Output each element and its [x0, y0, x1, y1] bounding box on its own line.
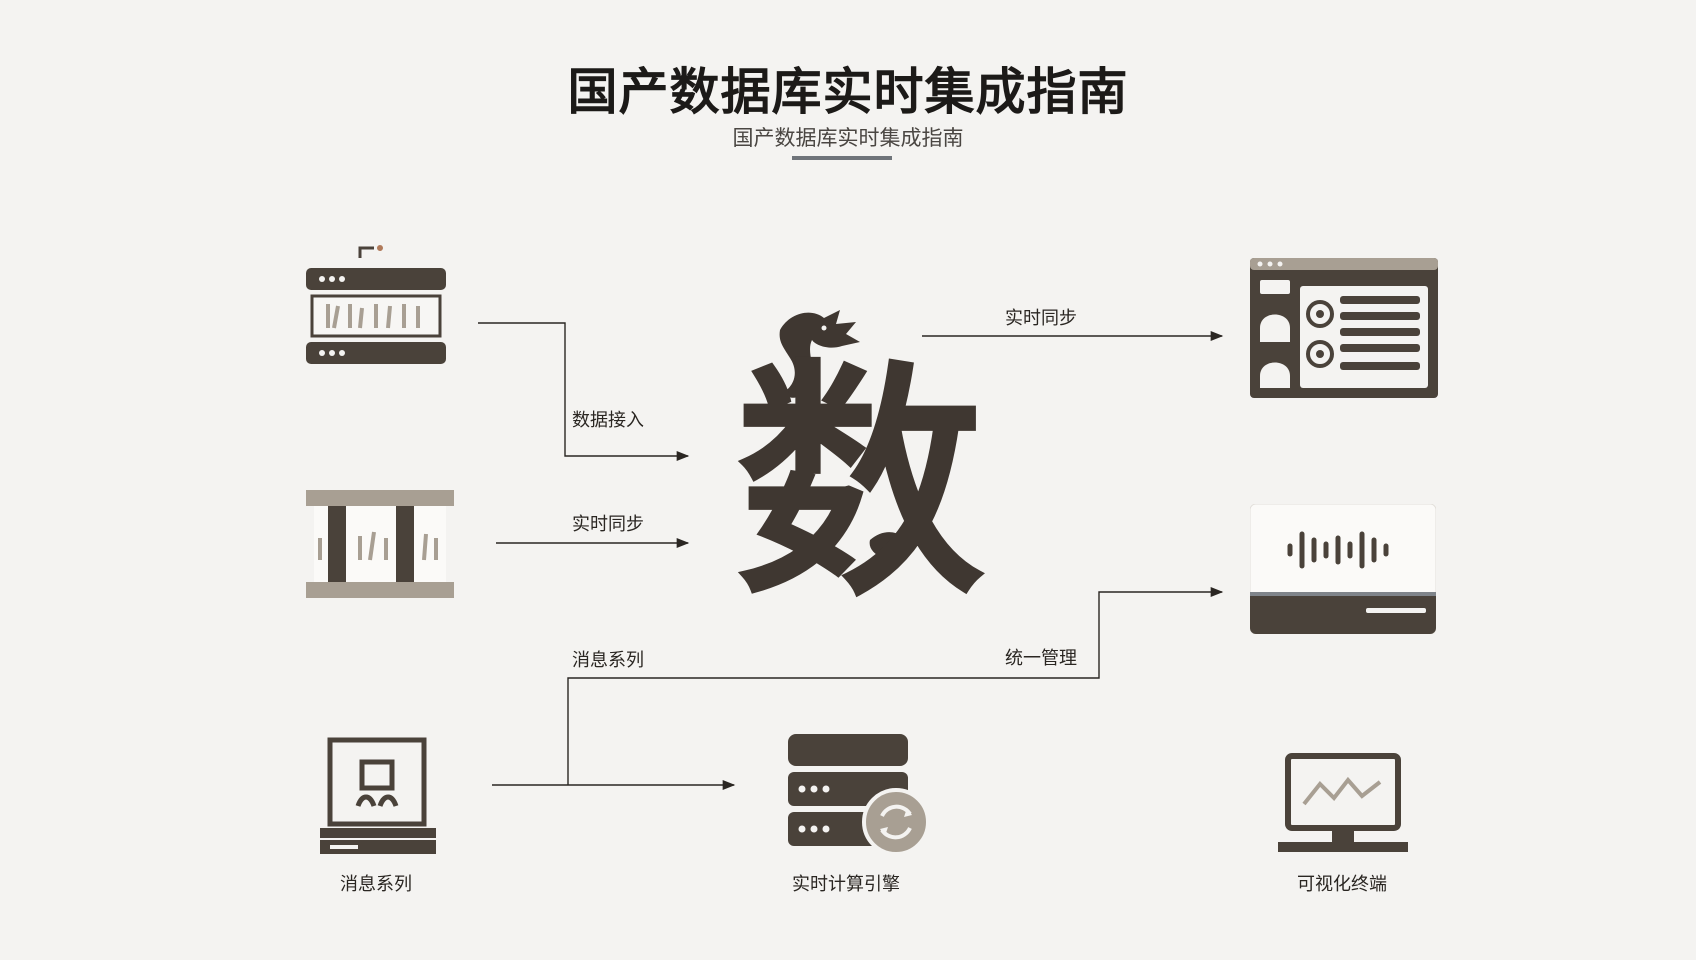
edge-label-manage: 统一管理 — [1005, 648, 1077, 669]
waveform-panel-icon — [1249, 503, 1437, 635]
edge-label-queue: 消息系列 — [572, 650, 644, 671]
dragon-icon — [779, 310, 908, 558]
server-sync-icon — [788, 734, 930, 856]
node-viz-terminal — [1276, 752, 1410, 858]
database-server-icon — [306, 245, 446, 364]
database-columns-icon — [306, 490, 454, 598]
label-viz-terminal: 可视化终端 — [1297, 874, 1387, 895]
label-compute-engine: 实时计算引擎 — [792, 874, 900, 895]
center-glyph: 数 — [735, 339, 985, 630]
center-hub: 数 — [720, 300, 1000, 630]
node-columns — [304, 488, 456, 600]
edge-label-sync-left: 实时同步 — [572, 514, 644, 535]
monitor-chart-icon — [1278, 753, 1408, 852]
node-dashboard — [1250, 258, 1438, 398]
label-message-queue: 消息系列 — [340, 874, 412, 895]
queue-device-icon — [320, 737, 436, 854]
edge-label-sync-right: 实时同步 — [1005, 308, 1077, 329]
edge-ingest — [478, 322, 690, 462]
node-compute-engine — [786, 734, 936, 856]
edge-manage — [567, 586, 1224, 785]
node-message-queue — [318, 736, 440, 858]
page-subtitle: 国产数据库实时集成指南 — [732, 126, 964, 150]
node-source-db — [300, 244, 460, 372]
title-underline — [792, 156, 892, 160]
node-audio-panel — [1249, 503, 1437, 635]
page-title: 国产数据库实时集成指南 — [567, 63, 1129, 121]
dashboard-window-icon — [1250, 258, 1438, 398]
edge-label-ingest: 数据接入 — [572, 410, 644, 431]
